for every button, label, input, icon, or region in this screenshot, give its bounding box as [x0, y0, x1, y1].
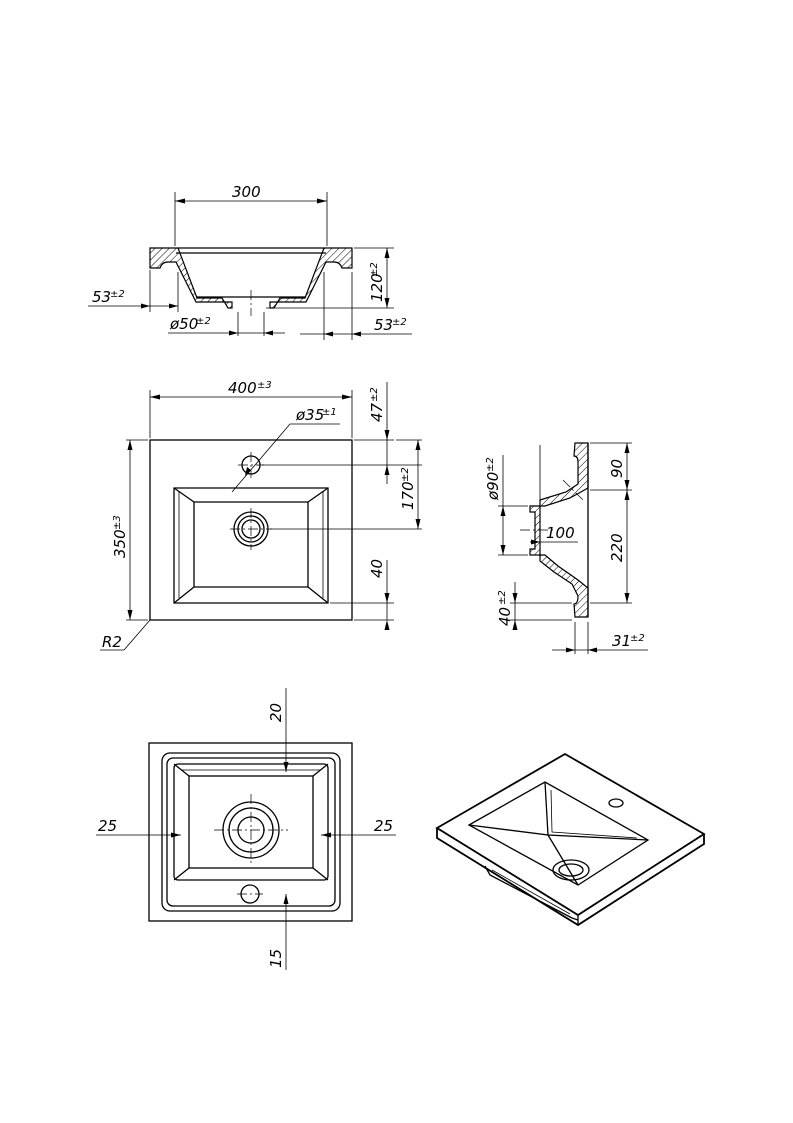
dim-side-drain-diameter-tol: ±2: [485, 457, 496, 472]
dim-drain-diameter: ø50: [169, 315, 198, 333]
bottom-view-bowl-inner: [188, 775, 314, 869]
dim-side-wall-thickness-tol: ±2: [630, 633, 645, 644]
dim-tap-hole-diameter-tol: ±1: [322, 407, 337, 418]
dim-drain-diameter-tol: ±2: [196, 316, 211, 327]
iso-tap-hole: [608, 798, 624, 808]
dim-height-tol: ±2: [369, 262, 380, 277]
dim-bottom-bottom-margin: 15: [267, 949, 285, 968]
front-section-left-wall: [149, 247, 233, 309]
iso-top-face: [435, 752, 706, 917]
dim-tap-hole-diameter: ø35: [295, 406, 324, 424]
iso-drain-outer: [552, 859, 590, 881]
dim-side-bowl-depth: 220: [608, 533, 626, 562]
front-section-view: 300 53 ±2 ø50 ±2 53 ±2 120 ±2: [88, 183, 412, 340]
bottom-view: 20 25 25 15: [96, 688, 396, 970]
dim-drain-offset: 170: [399, 481, 417, 510]
dim-left-offset: 53: [92, 288, 111, 306]
bottom-view-ring-inner: [166, 757, 336, 907]
dim-bottom-right-margin: 25: [374, 817, 393, 835]
dim-side-drain-length: 100: [546, 524, 575, 542]
dim-width-top: 300: [232, 183, 261, 201]
dim-side-top-offset: 90: [608, 459, 626, 478]
dim-side-rim-height-tol: ±2: [497, 590, 508, 605]
dim-side-drain-diameter: ø90: [484, 472, 502, 501]
iso-drain-inner: [558, 863, 584, 877]
top-view: 400 ±3 ø35 ±1 47 ±2 170 ±2 350 ±3 40 R2: [100, 379, 422, 651]
dim-right-offset: 53: [374, 316, 393, 334]
dim-overall-depth-tol: ±3: [112, 515, 123, 530]
top-view-outline: [149, 439, 353, 621]
dim-rim-front: 40: [368, 559, 386, 578]
top-view-drain-inner: [241, 519, 261, 539]
isometric-view: [435, 752, 706, 927]
dim-side-wall-thickness: 31: [612, 632, 631, 650]
dim-overall-width: 400: [228, 379, 257, 397]
dim-overall-width-tol: ±3: [257, 380, 272, 391]
bottom-view-ring-outer: [161, 752, 341, 912]
bottom-view-outline: [148, 742, 353, 922]
dim-bottom-top-margin: 20: [267, 703, 285, 722]
dim-bottom-left-margin: 25: [98, 817, 117, 835]
dim-overall-depth: 350: [111, 529, 129, 558]
dim-height: 120: [368, 273, 386, 302]
front-section-right-wall: [269, 247, 353, 309]
dim-hole-offset-tol: ±2: [369, 387, 380, 402]
bottom-view-bowl-outer: [173, 763, 329, 881]
dim-right-offset-tol: ±2: [392, 317, 407, 328]
dim-hole-offset: 47: [368, 402, 386, 422]
dim-drain-offset-tol: ±2: [400, 467, 411, 482]
side-section-lower-wall: [539, 554, 589, 618]
side-section-view: ø90 ±2 100 90 220 40 ±2 31 ±2: [484, 442, 648, 654]
side-section-drain-stub: [529, 505, 541, 556]
side-section-upper-wall: [539, 442, 589, 507]
dim-side-rim-height: 40: [496, 607, 514, 626]
dim-left-offset-tol: ±2: [110, 289, 125, 300]
dim-corner-radius: R2: [102, 633, 122, 651]
